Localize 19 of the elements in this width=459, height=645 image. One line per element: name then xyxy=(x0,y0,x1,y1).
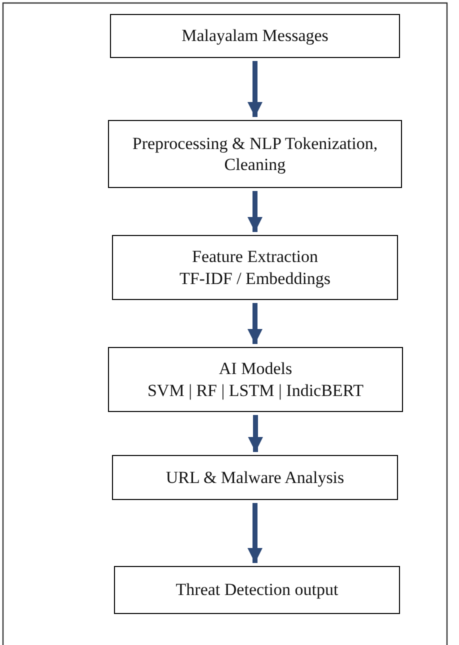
process-box xyxy=(112,235,398,300)
box-title: Feature Extraction xyxy=(192,246,318,268)
box-text: SVM | RF | LSTM | IndicBERT xyxy=(147,380,364,401)
arrow xyxy=(248,191,262,232)
box-title: Preprocessing & NLP Tokenization, Cleaning xyxy=(131,132,379,176)
process-box xyxy=(114,566,400,614)
box-title: Threat Detection output xyxy=(176,579,338,601)
box-title: AI Models xyxy=(218,358,292,380)
box-text: TF-IDF / Embeddings xyxy=(179,268,331,289)
process-box xyxy=(110,14,400,58)
box-title: Malayalam Messages xyxy=(182,25,328,47)
process-box xyxy=(108,347,403,412)
process-box xyxy=(112,455,398,500)
arrow xyxy=(248,61,262,117)
arrow xyxy=(248,303,262,344)
arrow xyxy=(248,503,262,563)
box-title: URL & Malware Analysis xyxy=(166,466,344,488)
process-box xyxy=(108,120,402,188)
arrow xyxy=(248,415,263,452)
